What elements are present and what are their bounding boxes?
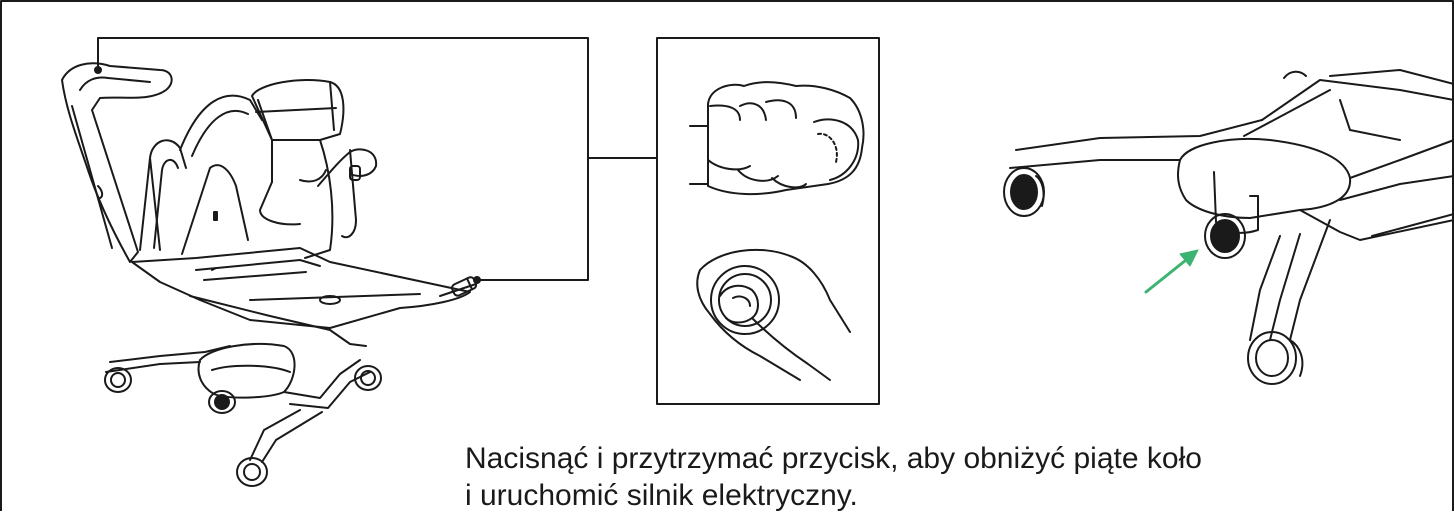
instruction-caption: Nacisnąć i przytrzymać przycisk, aby obn… bbox=[465, 440, 1365, 514]
caption-line-2: i uruchomić silnik elektryczny. bbox=[465, 479, 858, 512]
caption-line-1: Nacisnąć i przytrzymać przycisk, aby obn… bbox=[465, 442, 1202, 475]
fifth-wheel-closeup bbox=[1003, 69, 1454, 385]
hand-icons-panel bbox=[656, 37, 880, 405]
fist-hand-icon bbox=[689, 81, 865, 196]
thumb-press-button-icon bbox=[696, 248, 851, 381]
delivery-chair-illustration bbox=[61, 62, 478, 487]
green-arrow-icon bbox=[1144, 249, 1199, 294]
connector-lines bbox=[94, 37, 658, 284]
